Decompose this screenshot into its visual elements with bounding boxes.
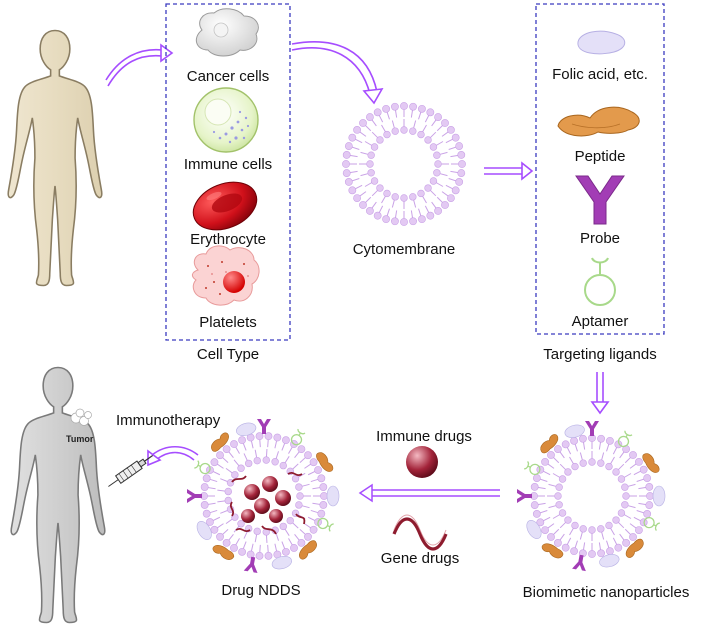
tumor-icon [70, 408, 92, 426]
arrow-to-ndds [358, 483, 500, 503]
drug-cargo [229, 471, 306, 535]
cancer-cells-label: Cancer cells [186, 68, 270, 85]
arrow-to-patient [147, 445, 199, 467]
drug-ndds-particle [187, 419, 340, 574]
immune-cell-icon [193, 87, 259, 153]
immune-drug-icon [406, 446, 438, 478]
immune-cells-label: Immune cells [183, 156, 273, 173]
aptamer-label: Aptamer [571, 313, 629, 330]
probe-icon [575, 175, 625, 225]
erythrocyte-label: Erythrocyte [190, 231, 266, 248]
patient-body-icon [10, 366, 106, 624]
syringe-icon [108, 455, 153, 487]
gene-drug-icon [392, 514, 448, 551]
gene-drugs-label: Gene drugs [380, 550, 460, 567]
folic-acid-label: Folic acid, etc. [552, 66, 648, 83]
drug-ndds-label: Drug NDDS [221, 582, 301, 599]
arrow-to-cytomembrane [291, 41, 384, 105]
tumor-label: Tumor [66, 434, 94, 444]
peptide-icon [557, 106, 640, 137]
platelet-icon [191, 245, 260, 306]
probe-label: Probe [579, 230, 621, 247]
targeting-ligands-caption: Targeting ligands [543, 346, 657, 363]
folic-acid-icon [577, 30, 626, 55]
cell-type-box [165, 3, 291, 341]
aptamer-icon [584, 257, 616, 306]
arrow-to-ligands [484, 161, 534, 181]
cell-type-caption: Cell Type [196, 346, 260, 363]
arrow-to-cell-types [105, 43, 174, 87]
cytomembrane-label: Cytomembrane [352, 241, 456, 258]
biomimetic-nanoparticle [517, 421, 666, 572]
arrow-to-biomimetic [590, 372, 610, 415]
biomimetic-label: Biomimetic nanoparticles [522, 584, 690, 601]
human-body-icon [7, 29, 103, 287]
immunotherapy-label: Immunotherapy [116, 412, 221, 429]
cytomembrane-vesicle [342, 102, 466, 226]
platelets-label: Platelets [199, 314, 257, 331]
targeting-ligands-box [535, 3, 665, 335]
cancer-cell-icon [195, 8, 259, 57]
peptide-label: Peptide [574, 148, 626, 165]
erythrocyte-icon [192, 181, 258, 231]
immune-drugs-label: Immune drugs [376, 428, 472, 445]
